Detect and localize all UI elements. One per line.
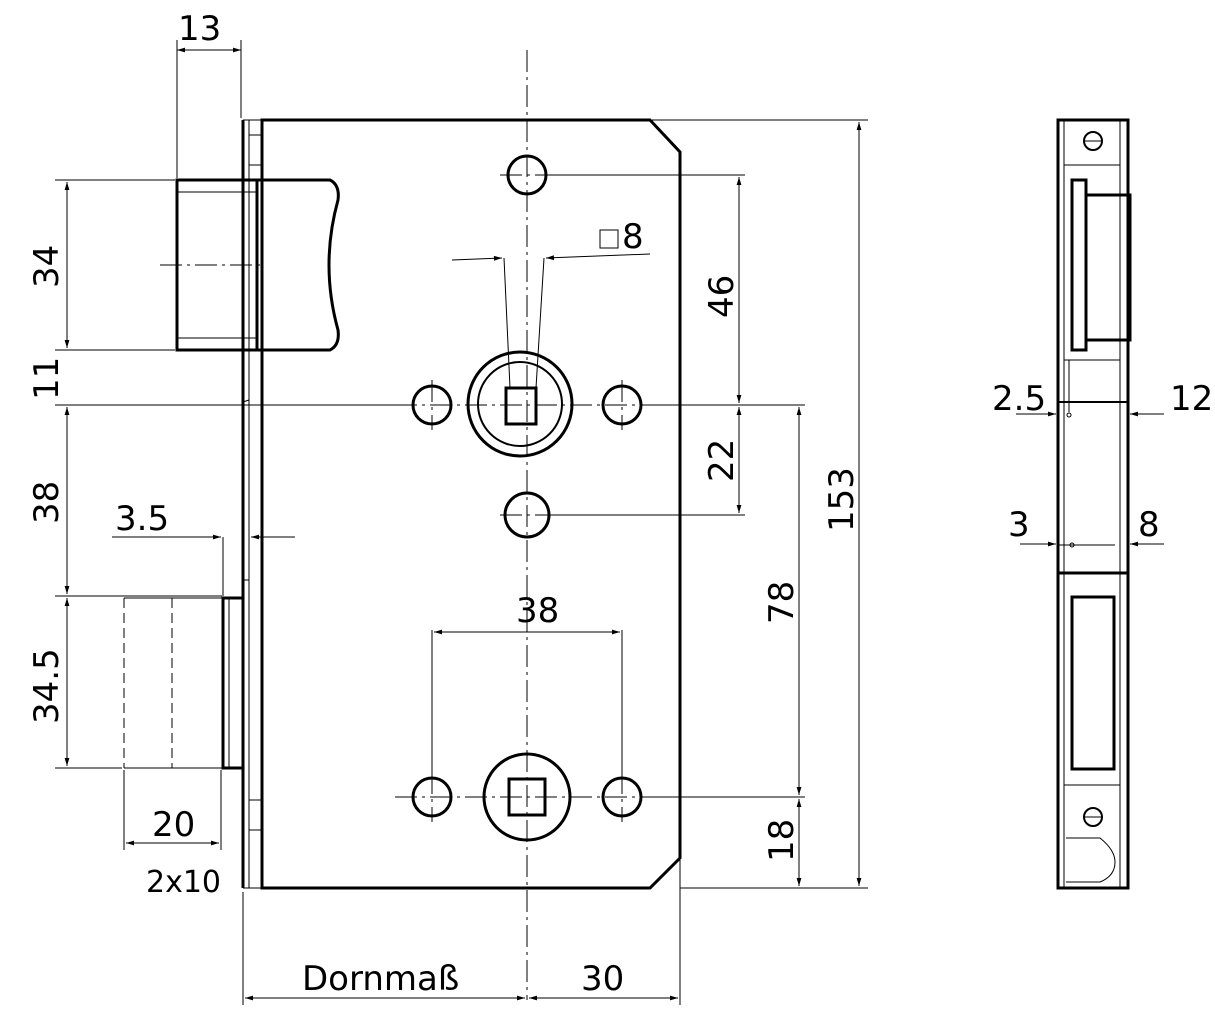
dim-3: 3 [1008,505,1030,545]
dim-3-5: 3.5 [115,499,169,539]
side-view [1056,118,1132,890]
center-lines [160,50,660,1000]
dim-12: 12 [1170,379,1213,419]
dim-8-side: 8 [1138,505,1160,545]
dim-dornmass: Dornmaß [302,959,459,999]
dim-34-5: 34.5 [27,648,67,724]
side-dimension-labels: 2.5 12 3 8 [992,379,1213,545]
dim-20: 20 [152,805,195,845]
dimension-labels: 13 34 11 38 3.5 34.5 20 2x10 8 46 22 78 … [27,9,862,999]
dim-38-left: 38 [27,481,67,524]
faceplate [241,119,262,889]
lock-case-body [260,118,682,890]
follower-hub [466,257,574,458]
top-screw-head-icon [1083,131,1103,151]
dim-11: 11 [27,357,67,400]
bottom-screw-head-icon [1083,807,1103,827]
dim-13: 13 [178,9,221,49]
dim-78: 78 [762,581,802,624]
side-dimension-lines [1016,411,1164,547]
dim-46: 46 [702,275,742,318]
square-symbol-icon [599,229,619,249]
dim-38-center: 38 [516,591,559,631]
dim-2x10: 2x10 [146,865,221,900]
dim-34: 34 [27,245,67,288]
dim-18: 18 [762,819,802,862]
dimension-lines [55,40,868,1005]
dim-2-5: 2.5 [992,379,1046,419]
deadbolt [123,596,243,770]
dim-22: 22 [702,439,742,482]
dim-153: 153 [822,467,862,532]
dim-square-8: 8 [622,217,644,257]
front-view [123,50,682,1000]
dim-30: 30 [581,959,624,999]
